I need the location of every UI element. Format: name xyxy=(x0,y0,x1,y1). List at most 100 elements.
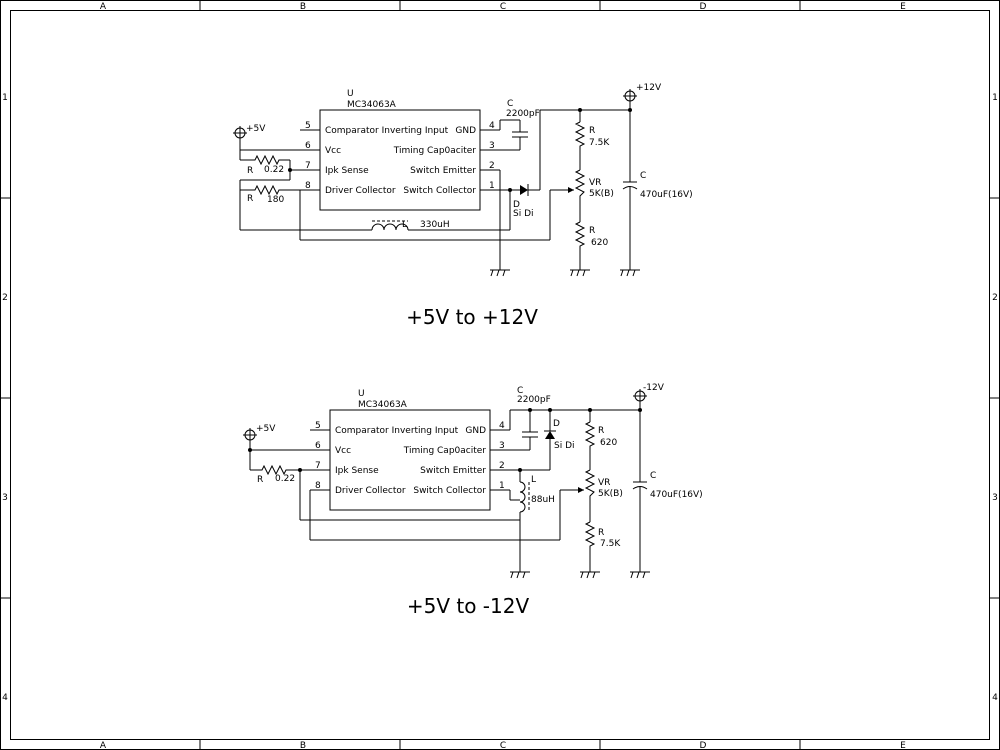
capacitor-ref: C xyxy=(650,471,656,481)
resistor-value: 0.22 xyxy=(275,474,295,484)
resistor-value: 620 xyxy=(600,438,617,448)
pin-number: 5 xyxy=(315,421,321,431)
resistor-symbol xyxy=(250,464,310,476)
pin-number: 1 xyxy=(499,481,505,491)
potentiometer-value: 5K(B) xyxy=(589,189,614,199)
pin-name: Driver Collector xyxy=(325,186,396,196)
output-voltage-label: -12V xyxy=(643,383,665,393)
pin-number: 3 xyxy=(489,141,495,151)
capacitor-value: 470uF(16V) xyxy=(640,190,693,200)
frame-col-label: C xyxy=(500,2,506,12)
pin-number: 8 xyxy=(315,481,321,491)
inductor-value: 330uH xyxy=(420,220,450,230)
frame-row-label: 3 xyxy=(2,493,8,503)
ground-symbol xyxy=(570,269,590,277)
capacitor-value: 470uF(16V) xyxy=(650,490,703,500)
ic-body xyxy=(319,109,481,211)
pin-number: 5 xyxy=(305,121,311,131)
pin-number: 8 xyxy=(305,181,311,191)
capacitor-value: 2200pF xyxy=(506,109,540,119)
inductor-ref: L xyxy=(402,220,407,230)
pin-number: 7 xyxy=(315,461,321,471)
ic-designator: U xyxy=(347,89,354,99)
potentiometer-value: 5K(B) xyxy=(598,489,623,499)
pin-number: 6 xyxy=(315,441,321,451)
junction-dot xyxy=(518,468,522,472)
capacitor-ref: C xyxy=(640,171,646,181)
resistor-symbol xyxy=(240,154,290,166)
capacitor-ref: C xyxy=(507,99,513,109)
ground-symbol xyxy=(490,269,510,277)
pin-name: Timing Cap0aciter xyxy=(403,446,487,456)
frame-row-label: 3 xyxy=(992,493,998,503)
frame-col-label: D xyxy=(700,741,707,750)
resistor-symbol xyxy=(584,421,596,470)
pin-name: Switch Emitter xyxy=(410,166,476,176)
circuit-step-up: U MC34063A 5 6 7 8 Comparator Inverting … xyxy=(233,83,693,329)
pin-name: Vcc xyxy=(325,146,341,156)
pin-name: Driver Collector xyxy=(335,486,406,496)
diode-ref: D xyxy=(553,419,560,429)
circuit-title: +5V to +12V xyxy=(406,305,538,329)
potentiometer-symbol xyxy=(584,469,596,522)
resistor-value: 620 xyxy=(591,238,608,248)
frame-col-label: B xyxy=(300,2,306,12)
ground-symbol xyxy=(580,571,600,579)
diode-symbol xyxy=(520,185,528,195)
pin-name: Ipk Sense xyxy=(325,166,369,176)
junction-dot xyxy=(508,188,512,192)
frame-row-label: 4 xyxy=(2,693,8,703)
capacitor-ref: C xyxy=(517,386,523,396)
diode-value: Si Di xyxy=(513,209,534,219)
resistor-symbol xyxy=(584,521,596,572)
power-output-symbol xyxy=(623,89,637,110)
frame-col-label: D xyxy=(700,2,707,12)
capacitor-plate xyxy=(632,486,648,490)
inductor-ref: L xyxy=(531,475,536,485)
resistor-ref: R xyxy=(257,475,263,485)
frame-row-label: 4 xyxy=(992,693,998,703)
power-output-symbol xyxy=(633,389,647,410)
resistor-value: 180 xyxy=(267,195,284,205)
pin-name: GND xyxy=(465,426,486,436)
pin-number: 3 xyxy=(499,441,505,451)
capacitor-plate xyxy=(622,186,638,190)
resistor-ref: R xyxy=(247,166,253,176)
pin-number: 6 xyxy=(305,141,311,151)
resistor-symbol xyxy=(574,221,586,270)
frame-row-label: 1 xyxy=(992,93,998,103)
pin-name: Vcc xyxy=(335,446,351,456)
diode-symbol xyxy=(545,431,555,439)
pin-number: 4 xyxy=(489,121,495,131)
ic-body xyxy=(329,409,491,511)
capacitor-value: 2200pF xyxy=(517,395,551,405)
frame-col-label: A xyxy=(100,741,107,750)
inductor-value: 88uH xyxy=(531,495,555,505)
potentiometer-ref: VR xyxy=(598,478,610,488)
frame-col-label: B xyxy=(300,741,306,750)
ground-symbol xyxy=(630,571,650,579)
diode-value: Si Di xyxy=(554,441,575,451)
ground-symbol xyxy=(510,571,530,579)
circuit-inverting: U MC34063A 5 6 7 8 Comparator Inverting … xyxy=(243,383,703,618)
frame-col-label: E xyxy=(900,2,906,12)
pin-name: Ipk Sense xyxy=(335,466,379,476)
pin-name: Switch Collector xyxy=(413,486,486,496)
pin-name: Timing Cap0aciter xyxy=(393,146,477,156)
frame-row-label: 2 xyxy=(992,293,998,303)
supply-voltage-label: +5V xyxy=(256,424,276,434)
pin-number: 4 xyxy=(499,421,505,431)
pin-name: GND xyxy=(455,126,476,136)
ic-designator: U xyxy=(358,389,365,399)
resistor-ref: R xyxy=(598,426,604,436)
resistor-symbol xyxy=(574,121,586,170)
resistor-ref: R xyxy=(589,226,595,236)
resistor-value: 7.5K xyxy=(589,138,610,148)
diode-ref: D xyxy=(513,200,520,210)
circuit-title: +5V to -12V xyxy=(407,594,530,618)
pin-name: Comparator Inverting Input xyxy=(335,426,459,436)
frame-row-label: 1 xyxy=(2,93,8,103)
